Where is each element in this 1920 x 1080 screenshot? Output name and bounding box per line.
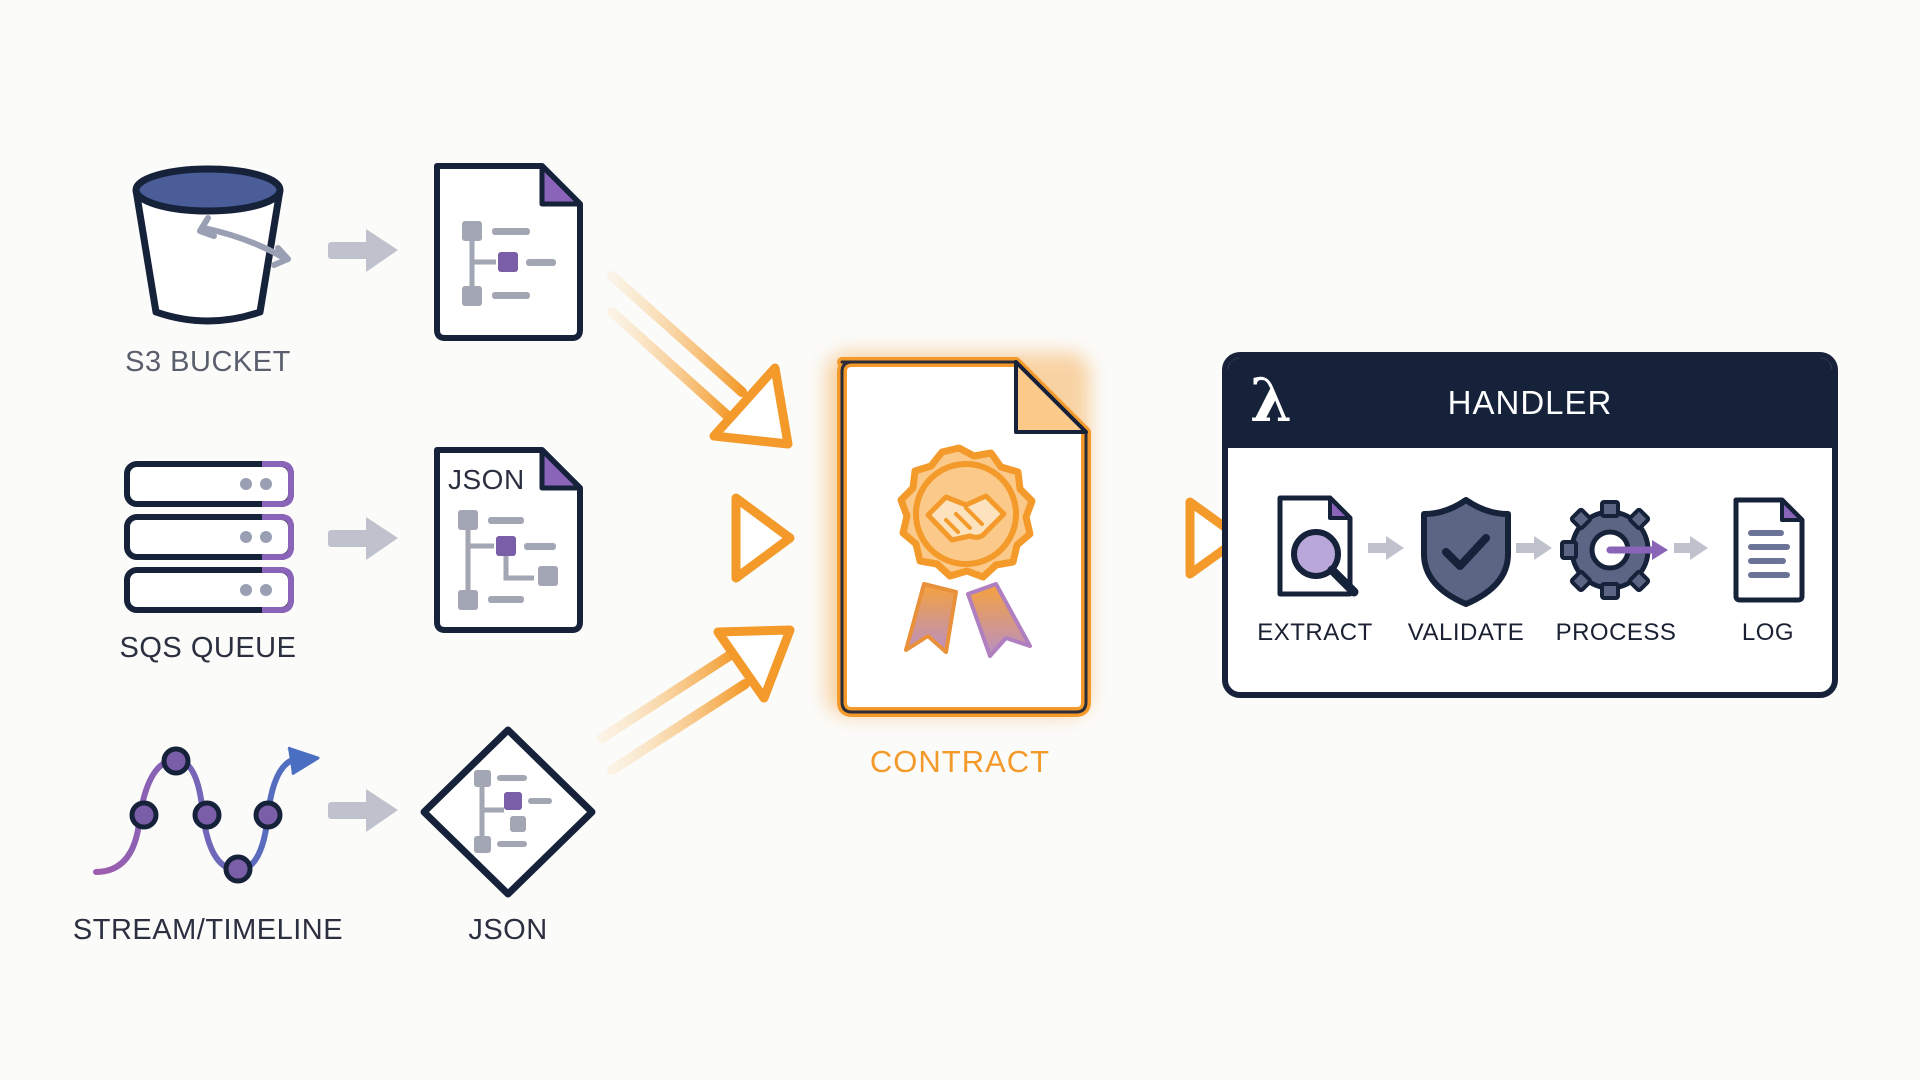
step-arrow-3-head bbox=[1690, 536, 1708, 560]
step-arrow-2-head bbox=[1534, 536, 1552, 560]
step-arrow-1-head bbox=[1386, 536, 1404, 560]
orange-arrow-bottom bbox=[597, 625, 795, 775]
json-document-icon bbox=[434, 447, 583, 633]
step-label-validate: VALIDATE bbox=[1407, 619, 1525, 646]
json-document-label: JSON bbox=[448, 464, 525, 495]
server-stack-icon bbox=[124, 461, 294, 613]
stream-timeline-label: STREAM/TIMELINE bbox=[72, 914, 344, 946]
gear-arrow-icon bbox=[1560, 500, 1668, 600]
log-document-icon bbox=[1733, 497, 1805, 603]
orange-arrow-middle bbox=[607, 493, 795, 583]
gray-arrow-2 bbox=[328, 517, 398, 560]
contract-label: CONTRACT bbox=[869, 744, 1051, 779]
handler-box: λ HANDLER bbox=[1222, 352, 1838, 698]
handler-header bbox=[1228, 358, 1832, 448]
magnifier-document-icon bbox=[1277, 495, 1359, 597]
json-diamond-icon bbox=[420, 726, 596, 898]
step-label-log: LOG bbox=[1741, 619, 1795, 646]
orange-arrow-handler bbox=[1117, 497, 1245, 579]
s3-bucket-label: S3 BUCKET bbox=[125, 346, 291, 378]
schema-document-icon bbox=[434, 163, 583, 341]
bucket-icon bbox=[132, 165, 291, 325]
json-diamond-label: JSON bbox=[468, 914, 548, 946]
timeline-wave-icon bbox=[93, 746, 320, 884]
sqs-queue-label: SQS QUEUE bbox=[119, 632, 297, 664]
contract-handshake-seal-icon bbox=[826, 352, 1091, 717]
orange-arrow-top bbox=[607, 271, 793, 449]
step-label-extract: EXTRACT bbox=[1257, 619, 1373, 646]
lambda-icon: λ bbox=[1250, 366, 1293, 436]
gray-arrow-3 bbox=[328, 789, 398, 832]
shield-check-icon bbox=[1421, 497, 1511, 607]
step-label-process: PROCESS bbox=[1555, 619, 1677, 646]
handler-title: HANDLER bbox=[1447, 384, 1613, 421]
gray-arrow-1 bbox=[328, 229, 398, 272]
